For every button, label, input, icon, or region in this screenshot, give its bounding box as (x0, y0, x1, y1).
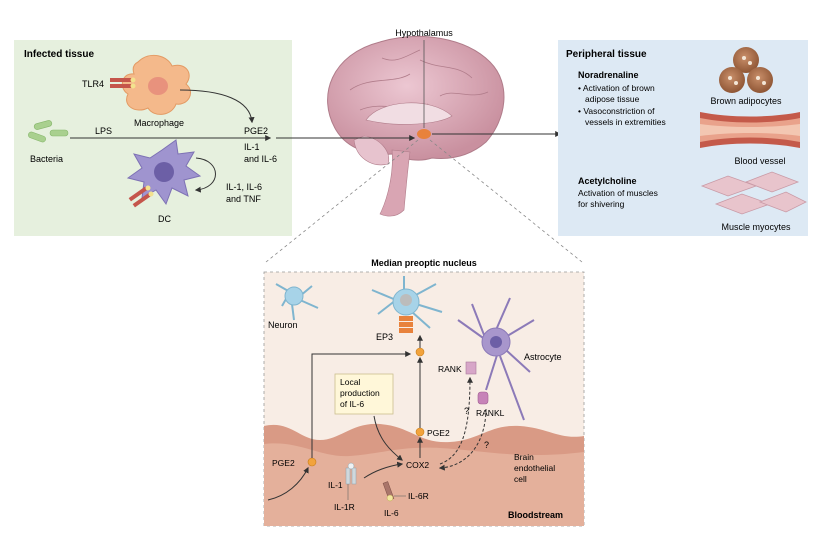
noradrenaline-bullet2-line2: vessels in extremities (585, 117, 666, 127)
rank-receptor (465, 361, 477, 375)
muscle-myocytes-label: Muscle myocytes (721, 222, 791, 232)
brown-adipocytes-label: Brown adipocytes (710, 96, 782, 106)
pge2-dot-left (307, 457, 317, 467)
noradrenaline-bullet1-line2: adipose tissue (585, 94, 640, 104)
rankl-label: RANKL (476, 408, 505, 418)
macrophage-nucleus (148, 77, 168, 95)
dc-label: DC (158, 214, 171, 224)
question-mark-2: ? (484, 440, 489, 450)
il1r-receptor (345, 462, 357, 485)
local-production-line3: of IL-6 (340, 399, 364, 409)
local-il6-to-cox2-arrow (373, 415, 403, 461)
blood-vessel-illustration (700, 112, 800, 148)
astrocyte-cell (457, 297, 535, 421)
acetylcholine-line1: Activation of muscles (578, 188, 658, 198)
peripheral-tissue-panel: Peripheral tissue Noradrenaline • Activa… (558, 40, 808, 236)
peripheral-tissue-title: Peripheral tissue (566, 49, 647, 60)
bloodstream-region (264, 443, 584, 526)
il6-label: IL-6 (384, 508, 399, 518)
lps-label: LPS (95, 126, 112, 136)
dc-autocrine-arrow (194, 157, 216, 193)
question-mark-1: ? (464, 406, 469, 416)
cox2-rankl-dashed-arrow (438, 407, 487, 471)
cox2-label: COX2 (406, 460, 429, 470)
mpn-title: Median preoptic nucleus (371, 258, 477, 268)
brain-endothelial-line1: Brain (514, 452, 534, 462)
rank-label: RANK (438, 364, 462, 374)
dc-nucleus (154, 162, 174, 182)
and-il6-label: and IL-6 (244, 154, 277, 164)
hypothalamus-marker (417, 129, 431, 139)
noradrenaline-label: Noradrenaline (578, 70, 639, 80)
infected-tissue-title: Infected tissue (24, 49, 94, 60)
dc-receptor (128, 185, 154, 208)
infected-tissue-panel: Infected tissue TLR4 Macrophage Bacteria… (14, 40, 292, 236)
neuron-cell (275, 283, 319, 321)
astrocyte-label: Astrocyte (524, 352, 562, 362)
pge2-dot-upper (415, 347, 425, 357)
macrophage-label: Macrophage (134, 118, 184, 128)
il1r-to-cox2-arrow (363, 461, 404, 479)
brown-adipocytes-illustration (719, 47, 773, 93)
pge2-transport-arrow (311, 351, 412, 458)
il1-label: IL-1 (244, 142, 260, 152)
pge2-label: PGE2 (244, 126, 268, 136)
ep3-label: EP3 (376, 332, 393, 342)
noradrenaline-bullet2-line1: • Vasoconstriction of (578, 106, 655, 116)
callout-line-left (265, 139, 419, 263)
hypothalamus-label: Hypothalamus (395, 28, 453, 38)
rankl-ligand (477, 391, 489, 405)
acetylcholine-label: Acetylcholine (578, 176, 637, 186)
noradrenaline-bullet1-line1: • Activation of brown (578, 83, 655, 93)
local-production-box (334, 373, 394, 415)
local-production-line1: Local (340, 377, 360, 387)
ep3-receptor (399, 316, 413, 333)
bacteria-cluster (28, 120, 69, 143)
blood-vessel-label: Blood vessel (734, 156, 785, 166)
callout-line-right (429, 139, 583, 263)
il1r-label: IL-1R (334, 502, 355, 512)
brain-endothelial-line3: cell (514, 474, 527, 484)
il6r-receptor (382, 481, 395, 502)
pge2-dot-mid (415, 427, 425, 437)
bacteria-label: Bacteria (30, 154, 63, 164)
neuron-label: Neuron (268, 320, 298, 330)
local-production-line2: production (340, 388, 380, 398)
brainstem (379, 149, 411, 217)
median-preoptic-nucleus-panel: Median preoptic nucleus Neuron EP3 (263, 258, 585, 527)
cox2-rank-dashed-arrow (439, 376, 473, 465)
brain-endothelial-line2: endothelial (514, 463, 555, 473)
dc-cytokines-line1: IL-1, IL-6 (226, 182, 262, 192)
ep3-neuron-cell (371, 276, 443, 329)
muscle-myocytes-illustration (700, 171, 807, 215)
brain-illustration: Hypothalamus (327, 28, 505, 217)
dc-cytokines-line2: and TNF (226, 194, 261, 204)
acetylcholine-line2: for shivering (578, 199, 625, 209)
pge2-mid-label: PGE2 (427, 428, 450, 438)
tlr4-receptor (110, 77, 136, 89)
corpus-callosum (365, 102, 453, 125)
macrophage-to-pge2-arrow (179, 89, 255, 124)
pge2-left-label: PGE2 (272, 458, 295, 468)
il6r-label: IL-6R (408, 491, 429, 501)
tlr4-label: TLR4 (82, 79, 104, 89)
bloodstream-pge2-arrow (267, 466, 309, 501)
bloodstream-label: Bloodstream (508, 510, 563, 520)
il1-label: IL-1 (328, 480, 343, 490)
